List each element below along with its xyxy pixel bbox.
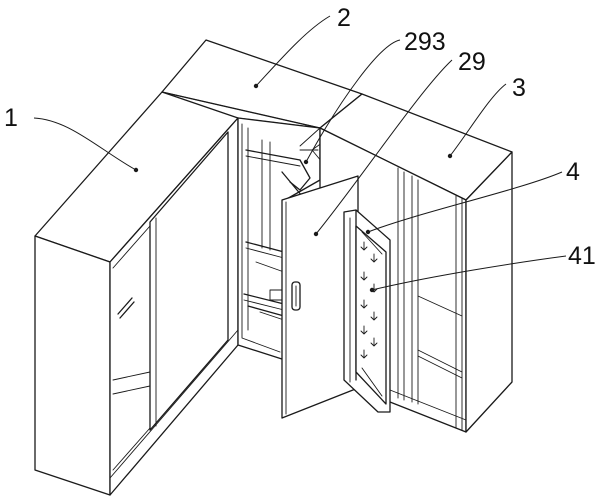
top-panels (34, 39, 513, 263)
label-2: 2 (337, 4, 351, 32)
label-1: 1 (4, 104, 18, 132)
leader-29 (315, 59, 453, 235)
leader-1 (33, 117, 137, 171)
label-4: 4 (566, 158, 580, 186)
label-293: 293 (404, 28, 446, 56)
leader-293 (305, 39, 401, 163)
mirror-frame (343, 209, 391, 413)
left-cabinet (34, 117, 239, 496)
reference-labels: 1 2 293 29 3 4 41 (4, 4, 596, 270)
leader-4 (367, 171, 563, 233)
arrow-markings (360, 241, 378, 359)
label-29: 29 (458, 48, 486, 76)
leader-lines (33, 15, 567, 293)
leader-2 (255, 15, 331, 87)
corner-door (281, 175, 359, 419)
leader-41 (371, 255, 567, 291)
label-41: 41 (568, 242, 596, 270)
leader-3 (449, 83, 507, 157)
label-3: 3 (512, 74, 526, 102)
corner-interior (237, 117, 327, 361)
